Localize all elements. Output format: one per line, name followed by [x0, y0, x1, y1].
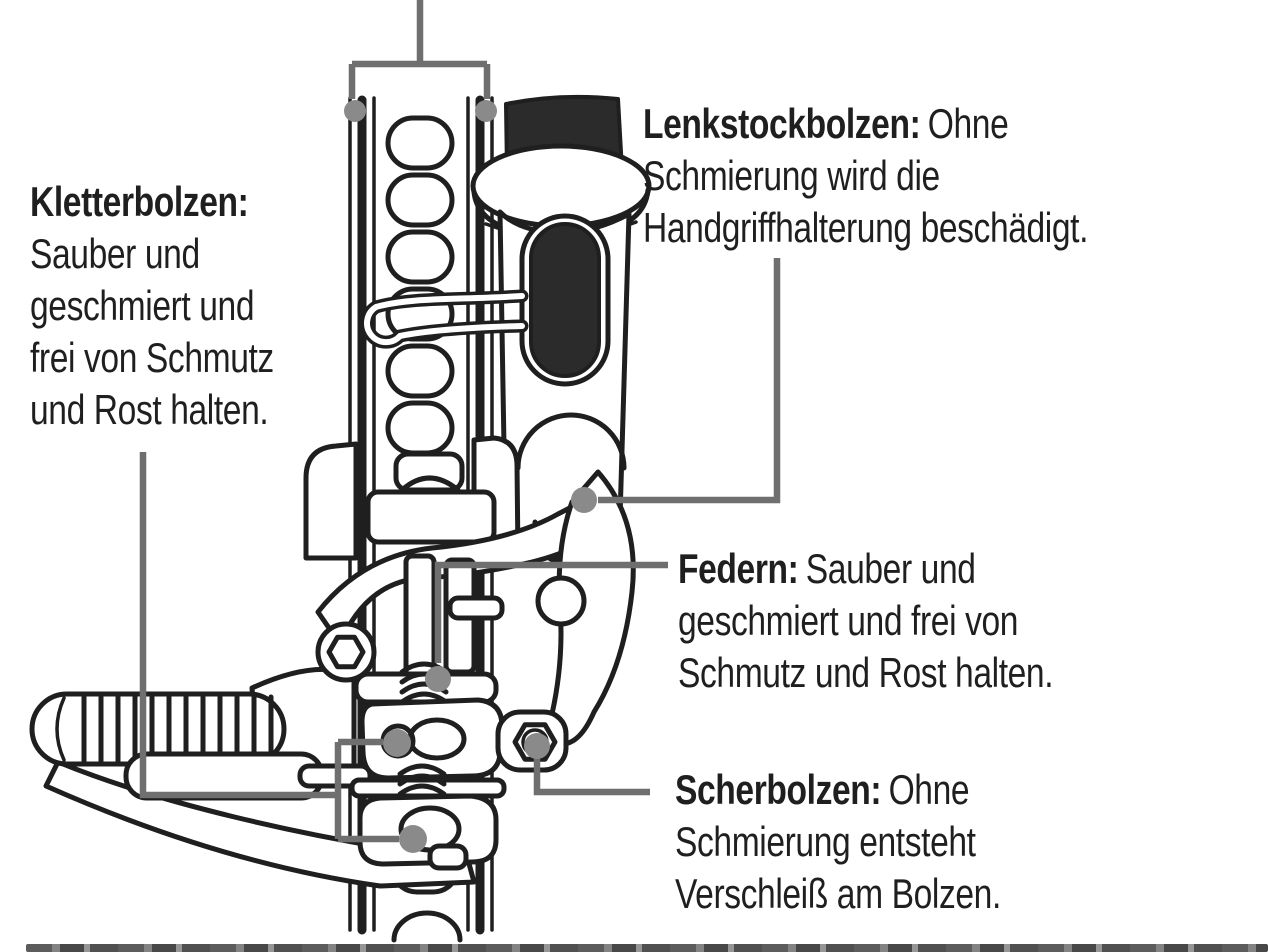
bar-hole [385, 229, 455, 285]
pivot-bolt [315, 621, 377, 683]
marker-dot-kletterbolzen-upper [383, 729, 411, 757]
marker-dot-top-right [475, 100, 497, 122]
label-line: Sauber und [30, 230, 200, 277]
callout-top-bracket [344, 0, 497, 122]
label-line: Schmierung entsteht [675, 818, 976, 865]
scan-artifact-strip [26, 944, 1268, 952]
bar-hole [385, 115, 455, 171]
label-line: geschmiert und frei von [678, 597, 1019, 644]
bar-hole-partial [391, 910, 463, 943]
bar-hole [385, 400, 455, 456]
lever-bracket [123, 751, 325, 801]
marker-dot-scherbolzen [524, 733, 550, 759]
socket-dome [515, 412, 627, 471]
socket-slot [529, 222, 601, 378]
label-line: Schmutz und Rost halten. [678, 649, 1054, 696]
term-scherbolzen: Scherbolzen: [675, 766, 882, 813]
label-line: geschmiert und [30, 282, 255, 329]
label-line: und Rost halten. [30, 386, 269, 433]
handle-socket [360, 94, 652, 565]
bar-hole [385, 172, 455, 228]
callout-lenkstockbolzen [571, 258, 781, 513]
label-line: Schmierung wird die [643, 152, 940, 199]
marker-dot-kletterbolzen-lower [399, 825, 427, 853]
marker-dot-lenkstockbolzen [571, 487, 597, 513]
label-line: Ohne [888, 766, 970, 813]
label-lenkstockbolzen: Lenkstockbolzen:Ohne Schmierung wird die… [643, 98, 1088, 254]
label-line: Ohne [927, 100, 1009, 147]
term-lenkstockbolzen: Lenkstockbolzen: [643, 100, 921, 147]
label-line: frei von Schmutz [30, 334, 274, 381]
label-federn: Federn:Sauber und geschmiert und frei vo… [678, 543, 1054, 699]
label-line: Handgriffhalterung beschädigt. [643, 204, 1089, 251]
runner-top-clamp [303, 435, 521, 561]
label-scherbolzen: Scherbolzen:Ohne Schmierung entsteht Ver… [675, 764, 1001, 920]
pitman-links [353, 553, 505, 705]
upper-pin-lug [359, 697, 505, 781]
label-line: Sauber und [805, 545, 976, 592]
label-kletterbolzen: Kletterbolzen: Sauber und geschmiert und… [30, 176, 274, 436]
grip-ribs [81, 694, 274, 764]
callout-federn [425, 561, 668, 692]
term-federn: Federn: [678, 545, 799, 592]
marker-dot-top-left [344, 100, 366, 122]
term-kletterbolzen: Kletterbolzen: [30, 178, 249, 225]
bar-hole [385, 343, 455, 399]
coil-spring-lower [397, 763, 447, 797]
hex-bolt [326, 634, 366, 670]
steering-bracket [535, 469, 636, 747]
clamp-knob [535, 575, 587, 627]
callout-scherbolzen [524, 733, 650, 796]
marker-dot-federn [425, 666, 451, 692]
runner-lower [297, 697, 569, 871]
label-line: Verschleiß am Bolzen. [675, 870, 1001, 917]
callout-kletterbolzen [139, 452, 427, 853]
